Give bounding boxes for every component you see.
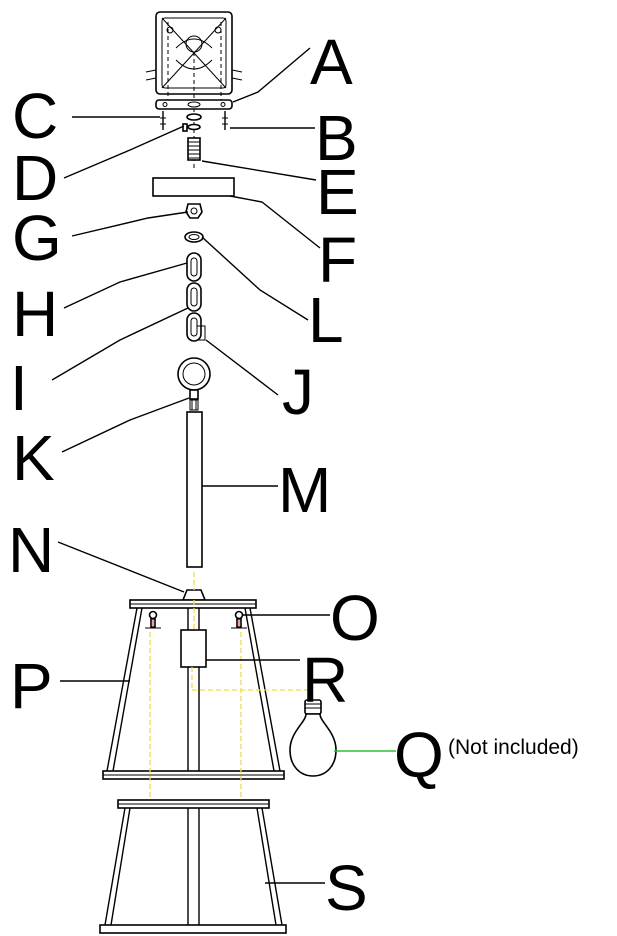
note-not-included: (Not included) <box>448 736 579 759</box>
chain <box>186 252 206 342</box>
label-o: O <box>330 582 380 654</box>
downrod <box>186 411 203 568</box>
leader-k <box>61 397 190 453</box>
label-c: C <box>12 80 58 152</box>
label-a: A <box>310 26 353 98</box>
leader-lines <box>51 47 396 884</box>
label-g: G <box>12 202 62 274</box>
label-f: F <box>318 224 357 296</box>
leader-n <box>57 541 185 593</box>
label-i: I <box>10 352 28 424</box>
mounting-strap <box>155 99 233 110</box>
canopy-bracket <box>145 11 243 168</box>
top-cap <box>181 572 207 601</box>
socket <box>180 629 207 668</box>
hanging-ring <box>177 357 211 411</box>
label-l: L <box>308 284 344 356</box>
label-e: E <box>316 156 359 228</box>
label-p: P <box>10 650 53 722</box>
leader-j <box>205 339 279 396</box>
loop-ring <box>184 231 204 243</box>
shade-screws <box>145 610 247 629</box>
leader-l <box>201 236 309 321</box>
label-q: Q <box>394 719 444 791</box>
leader-e <box>201 160 317 181</box>
light-bulb <box>289 699 337 777</box>
threaded-nipple <box>187 137 201 161</box>
leader-h <box>63 262 188 309</box>
label-m: M <box>278 454 331 526</box>
leader-d <box>63 125 185 179</box>
leader-a <box>232 47 311 103</box>
label-j: J <box>282 356 314 428</box>
canopy-cover <box>152 177 235 197</box>
label-n: N <box>8 514 54 586</box>
label-d: D <box>12 142 58 214</box>
label-h: H <box>12 278 58 350</box>
strap-screw-left <box>160 111 166 130</box>
part-labels: A B C D E F G H I J K L M N O P R Q (Not… <box>8 26 579 924</box>
leader-f <box>229 195 321 249</box>
wire-guides <box>149 600 313 800</box>
strap-screw-right <box>222 111 228 130</box>
leader-g <box>71 211 189 237</box>
label-s: S <box>325 852 368 924</box>
nut-washer <box>182 113 202 132</box>
label-b: B <box>315 102 358 174</box>
lower-shade <box>99 799 287 934</box>
leader-i <box>51 307 189 381</box>
label-k: K <box>12 422 55 494</box>
label-r: R <box>302 644 348 716</box>
hex-nut <box>185 203 203 219</box>
